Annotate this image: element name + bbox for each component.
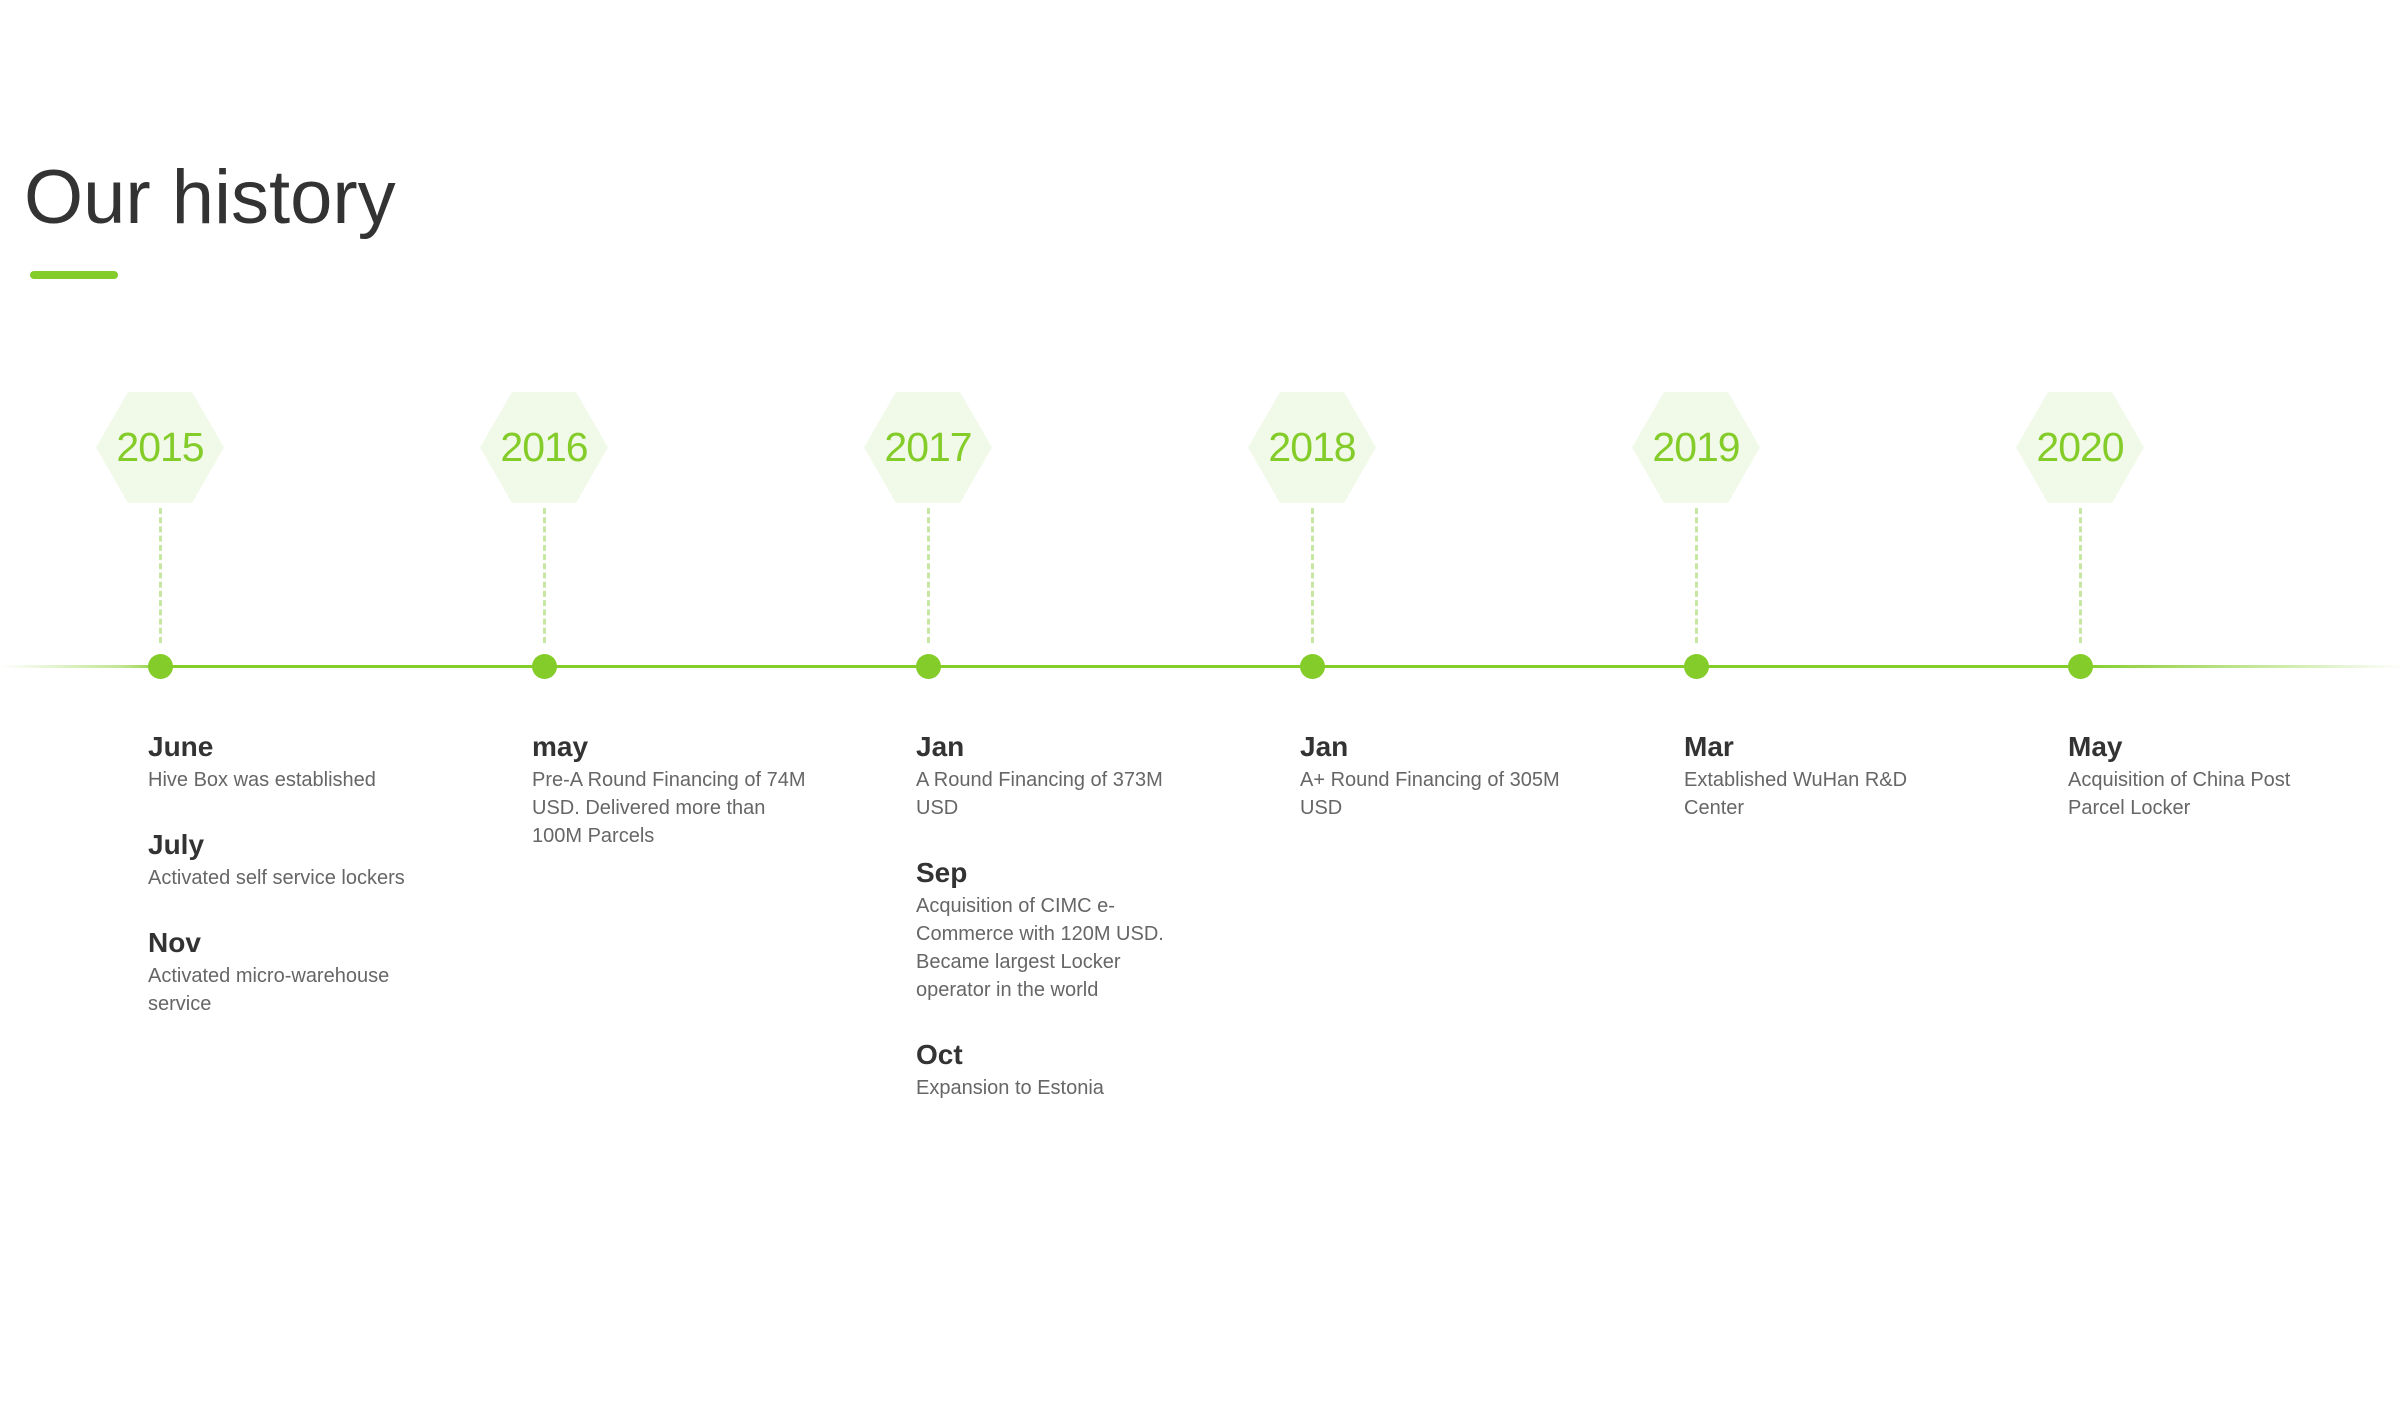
year-label: 2016 [500,424,588,470]
page-title: Our history [24,155,396,240]
event-description: A Round Financing of 373M USD [916,769,1163,819]
year-hexagon: 2019 [1632,392,1760,503]
event-month: Nov [148,927,201,958]
event-month: Jan [916,731,965,762]
event-month: Oct [916,1039,963,1070]
year-hexagon: 2020 [2016,392,2144,503]
event-month: Sep [916,857,968,888]
event-item: Jan A Round Financing of 373M USD [916,730,1196,822]
timeline-axis [0,665,2404,668]
event-item: Jan A+ Round Financing of 305M USD [1300,730,1580,822]
year-hexagon: 2016 [480,392,608,503]
connector-dashed-line [927,508,930,643]
event-description: Activated micro-warehouse service [148,965,390,1015]
connector-dashed-line [2079,508,2082,643]
event-description: Extablished WuHan R&D Center [1684,769,1908,819]
connector-dashed-line [1695,508,1698,643]
timeline-dot [532,654,557,679]
event-description: Expansion to Estonia [916,1077,1104,1099]
event-month: June [148,731,214,762]
event-month: Jan [1300,731,1349,762]
event-description: Pre-A Round Financing of 74M USD. Delive… [532,769,806,847]
event-month: may [532,731,589,762]
year-hexagon: 2015 [96,392,224,503]
year-label: 2018 [1268,424,1356,470]
event-description: Activated self service lockers [148,867,405,889]
connector-dashed-line [1311,508,1314,643]
timeline-dot [2068,654,2093,679]
timeline-dot [916,654,941,679]
event-description: Hive Box was established [148,769,376,791]
year-hexagon: 2018 [1248,392,1376,503]
event-month: Mar [1684,731,1734,762]
title-underline [30,271,118,279]
timeline-dot [148,654,173,679]
year-label: 2017 [884,424,972,470]
event-month: May [2068,731,2123,762]
events-list: Jan A+ Round Financing of 305M USD [1300,730,1580,856]
event-description: A+ Round Financing of 305M USD [1300,769,1560,819]
timeline-dot [1300,654,1325,679]
connector-dashed-line [543,508,546,643]
connector-dashed-line [159,508,162,643]
event-description: Acquisition of China Post Parcel Locker [2068,769,2291,819]
year-label: 2020 [2036,424,2124,470]
event-description: Acquisition of CIMC e-Commerce with 120M… [916,895,1164,1001]
year-label: 2015 [116,424,204,470]
year-hexagon: 2017 [864,392,992,503]
event-month: July [148,829,205,860]
timeline-dot [1684,654,1709,679]
year-label: 2019 [1652,424,1740,470]
